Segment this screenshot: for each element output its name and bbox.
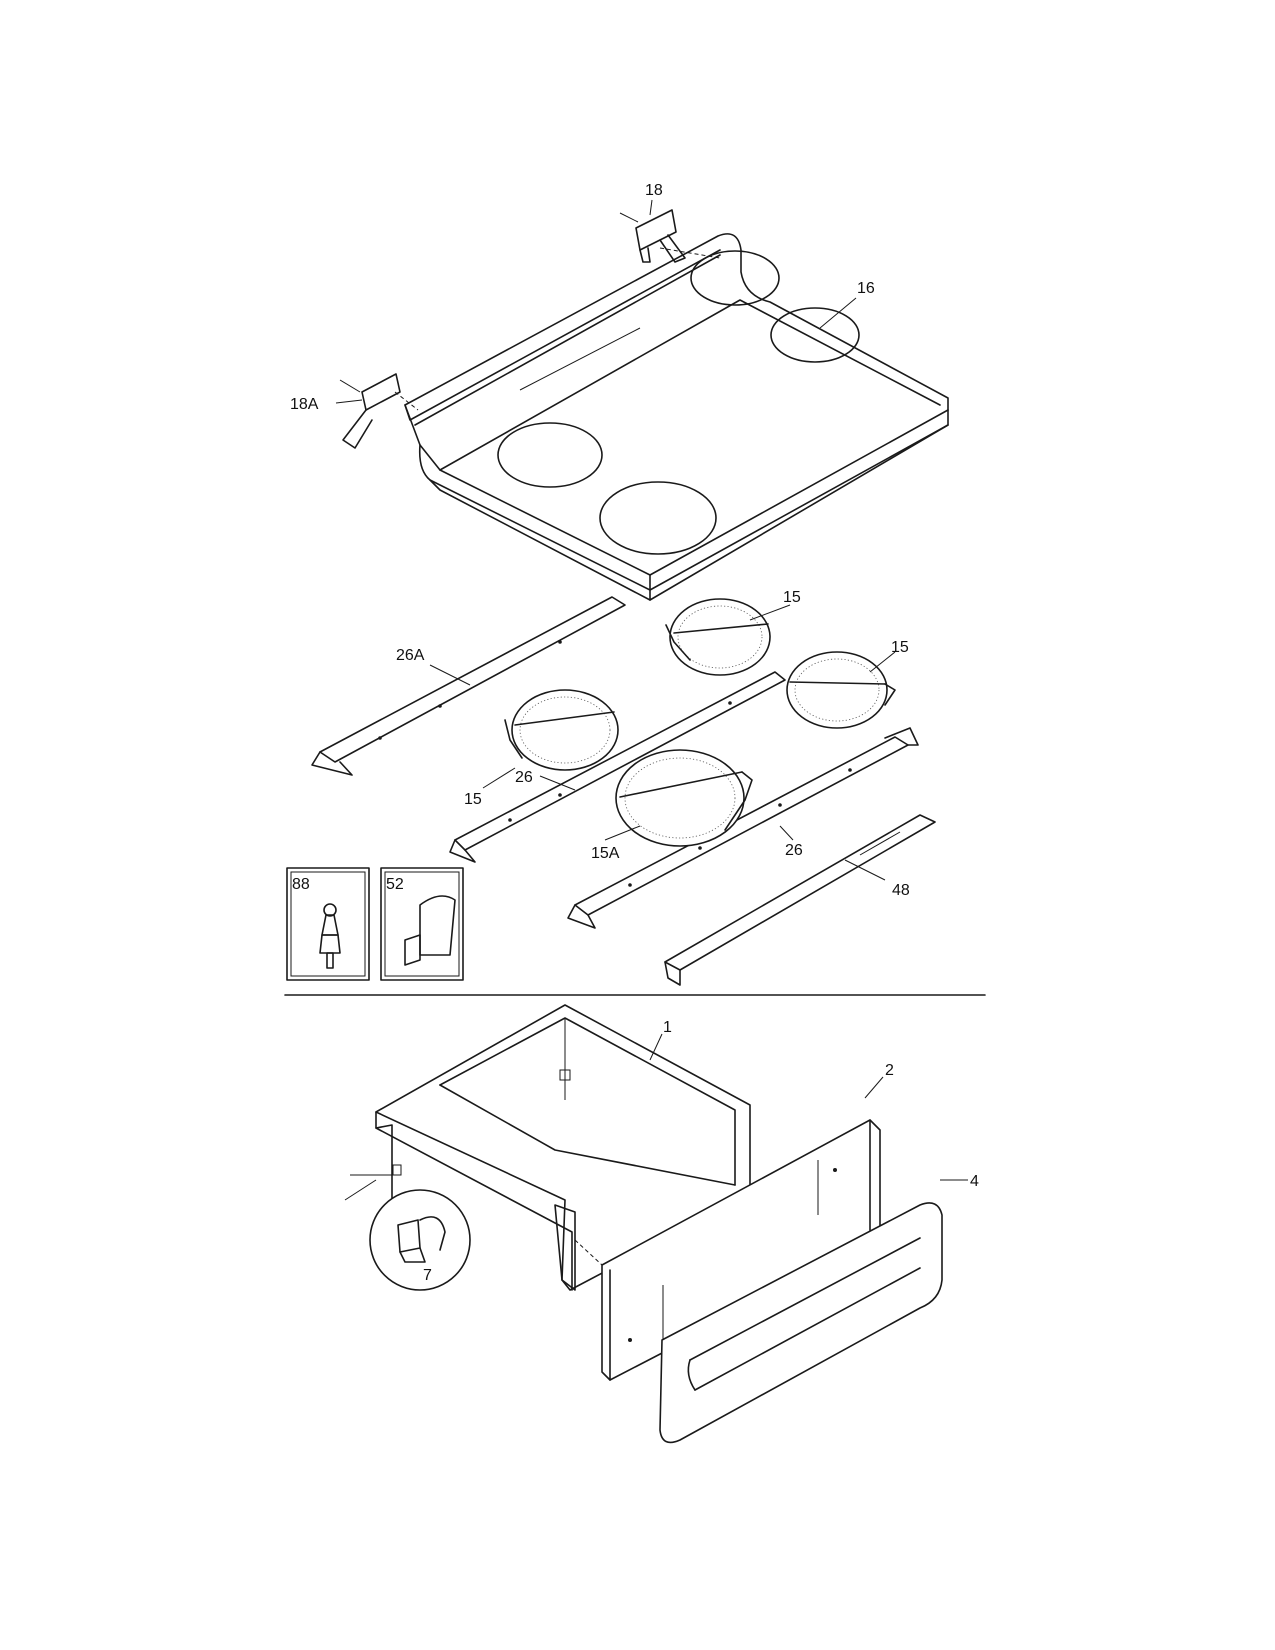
trim-48 — [664, 814, 936, 986]
element-15-top — [665, 598, 771, 676]
element-15a — [615, 749, 753, 847]
callout-labels: 18 16 18A 15 15 26A 15 26 15A 26 48 88 5… — [290, 182, 979, 1284]
callout-16: 16 — [857, 280, 875, 297]
callout-15-right: 15 — [891, 639, 909, 656]
callout-15-top: 15 — [783, 589, 801, 606]
bracket-18a — [339, 373, 419, 449]
callout-26-left: 26 — [515, 769, 533, 786]
rail-26a — [311, 596, 626, 776]
element-15-left — [504, 689, 619, 771]
callout-15a: 15A — [591, 845, 620, 862]
callout-2: 2 — [885, 1062, 894, 1079]
callout-88: 88 — [292, 876, 310, 893]
rail-26-right — [567, 727, 919, 929]
callout-7: 7 — [423, 1267, 432, 1284]
callout-1: 1 — [663, 1019, 672, 1036]
bracket-18 — [619, 209, 721, 263]
inset-box-88 — [286, 867, 370, 981]
callout-4: 4 — [970, 1173, 979, 1190]
cooktop-glass-top — [404, 233, 949, 601]
inset-box-52 — [380, 867, 464, 981]
callout-18: 18 — [645, 182, 663, 199]
callout-26a: 26A — [396, 647, 425, 664]
callout-48: 48 — [892, 882, 910, 899]
leader-lines — [335, 199, 968, 1181]
element-15-right — [786, 651, 896, 729]
callout-26-right: 26 — [785, 842, 803, 859]
clip-7-detail — [344, 1174, 471, 1291]
drawer-front-4 — [659, 1202, 943, 1444]
callout-52: 52 — [386, 876, 404, 893]
callout-15-left: 15 — [464, 791, 482, 808]
callout-18a: 18A — [290, 396, 319, 413]
rail-26-left — [449, 671, 786, 863]
